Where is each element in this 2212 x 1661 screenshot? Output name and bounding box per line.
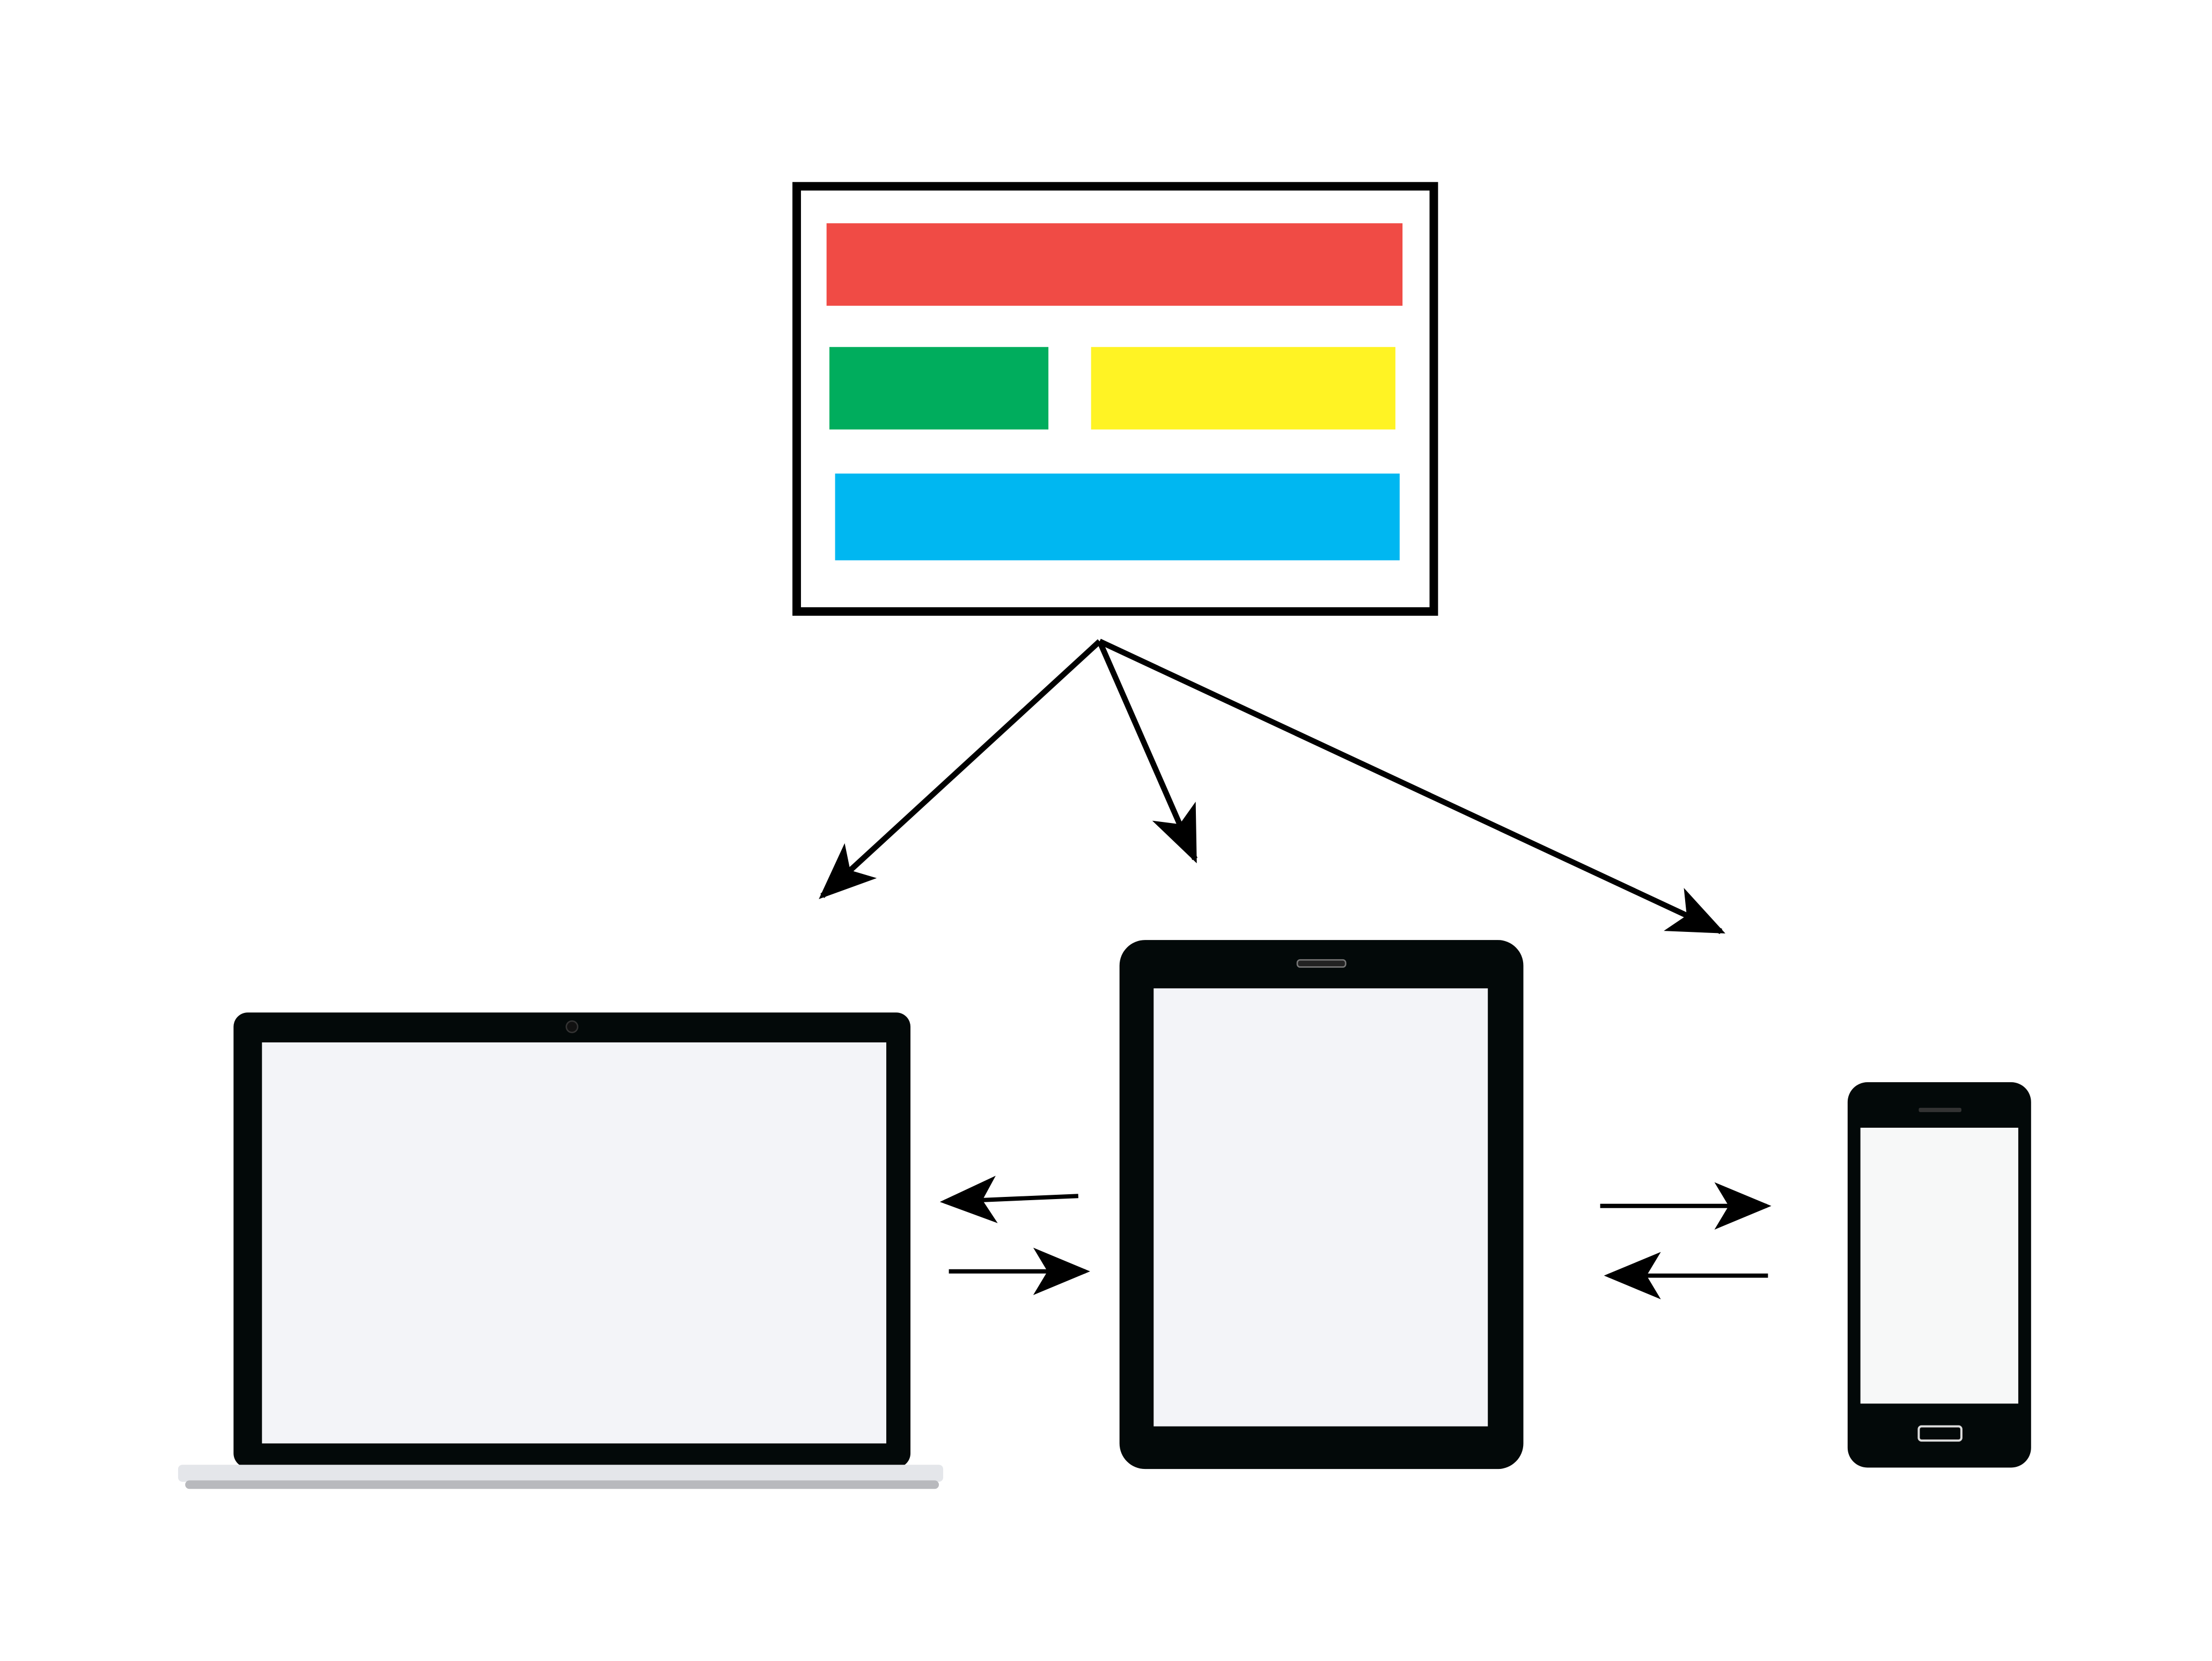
phone-screen [1860, 1127, 2018, 1404]
laptop-base [178, 1465, 943, 1482]
laptop-screen [262, 1042, 886, 1444]
header-block [826, 223, 1403, 306]
distribution-arrows [819, 638, 1725, 935]
arrow-to-phone [1098, 638, 1725, 935]
right-column-block [1091, 347, 1395, 430]
tablet-screen [1153, 988, 1488, 1427]
camera-icon [565, 1020, 579, 1033]
arrow-to-tablet [1097, 640, 1198, 864]
phone-speaker [1919, 1107, 1961, 1112]
layout-wireframe [792, 182, 1438, 616]
footer-block [835, 473, 1400, 561]
arrow-to-laptop [819, 639, 1102, 899]
tablet-speaker [1296, 959, 1347, 968]
phone [1847, 1082, 2031, 1468]
sync-arrows [939, 1175, 1772, 1299]
laptop-base-edge [185, 1480, 939, 1489]
left-column-block [829, 347, 1049, 430]
laptop [178, 1012, 943, 1489]
phone-home-button [1917, 1425, 1963, 1442]
tablet [1119, 940, 1524, 1469]
arrow-tablet-to-laptop [939, 1175, 1078, 1223]
